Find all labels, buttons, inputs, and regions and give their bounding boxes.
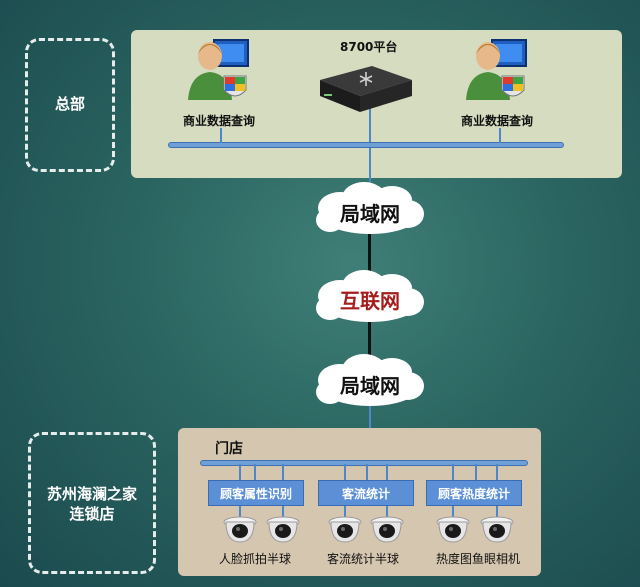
service-customer-attribute: 顾客属性识别: [208, 480, 304, 506]
headquarters-region: [25, 38, 115, 172]
dome-camera-icon: [223, 516, 257, 543]
platform-label: 8700平台: [340, 40, 398, 54]
internet-label: 互联网: [340, 289, 400, 313]
store-region: [28, 432, 156, 574]
store-side-label-line1: 苏州海澜之家: [46, 485, 137, 503]
store-title: 门店: [215, 441, 243, 457]
dome-camera-icon: [328, 516, 362, 543]
service-heat-statistics: 顾客热度统计: [426, 480, 522, 506]
headquarters-label: 总部: [54, 95, 85, 113]
drop-svc-3: [475, 464, 477, 480]
terminal-right-label: 商业数据查询: [461, 114, 534, 128]
service-passenger-flow: 客流统计: [318, 480, 414, 506]
lan-internet-link: [368, 232, 371, 272]
user-terminal-left-icon: [188, 39, 249, 100]
lan-top-label: 局域网: [340, 202, 400, 226]
fisheye-camera-icon: [436, 516, 470, 543]
internet-cloud-icon: [316, 270, 424, 322]
hq-network-bus: [168, 142, 564, 148]
user-terminal-right-icon: [466, 39, 527, 100]
camera-label-flow-count: 客流统计半球: [327, 552, 400, 566]
server-device-icon: [320, 66, 412, 112]
store-side-label: 苏州海澜之家 连锁店: [28, 484, 156, 524]
drop-svc-2: [366, 464, 368, 480]
dome-camera-icon: [370, 516, 404, 543]
store-network-bus: [200, 460, 528, 466]
internet-lan-link: [368, 318, 371, 360]
lan-bottom-label: 局域网: [340, 374, 400, 398]
drop-svc-1: [254, 464, 256, 480]
hq-left-drop: [220, 128, 222, 143]
camera-label-face-capture: 人脸抓拍半球: [219, 552, 292, 566]
terminal-left-label: 商业数据查询: [183, 114, 256, 128]
camera-label-heatmap-fisheye: 热度图鱼眼相机: [436, 552, 521, 566]
lan-bottom-cloud-icon: [316, 354, 424, 406]
lan-top-cloud-icon: [316, 182, 424, 234]
fisheye-camera-icon: [480, 516, 514, 543]
hq-uplink-line: [369, 108, 371, 188]
hq-right-drop: [499, 128, 501, 143]
store-side-label-line2: 连锁店: [69, 505, 115, 523]
dome-camera-icon: [266, 516, 300, 543]
